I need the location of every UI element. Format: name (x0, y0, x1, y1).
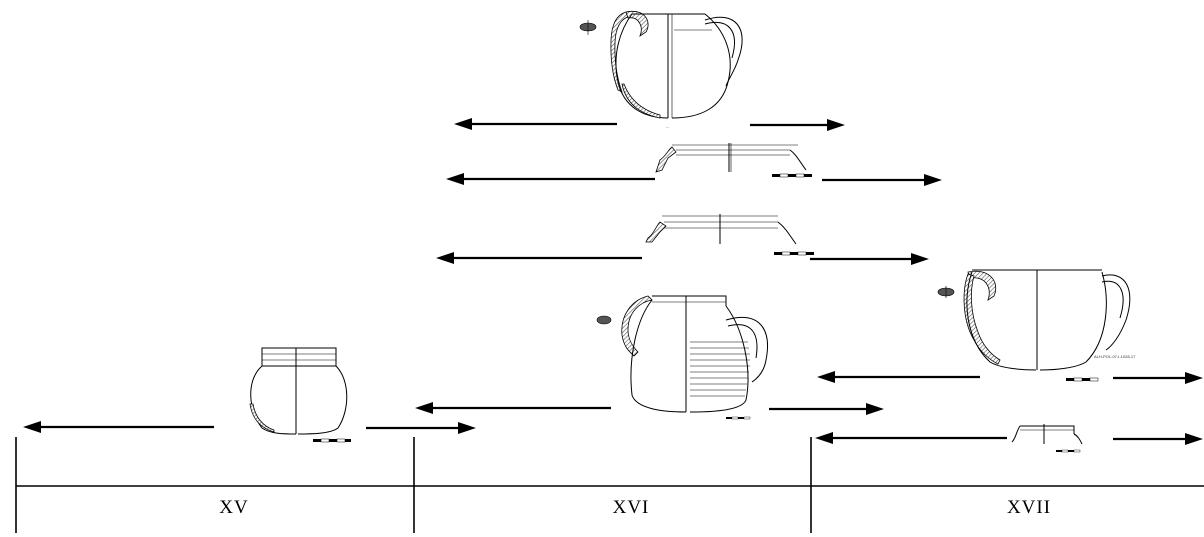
vessel-drawing-rim-sherd (645, 214, 814, 256)
scale-bar (1056, 449, 1081, 453)
date-range-arrow-right (366, 422, 476, 434)
date-range-arrow-right (822, 174, 942, 186)
svg-text:⎯⎯: ⎯⎯ (666, 125, 670, 129)
vessel-drawing-rim-sherd (655, 143, 812, 178)
date-range-arrow-right (1113, 372, 1203, 384)
vessel-inventory-label: ALH-POL-07-I-1028-17 (1094, 354, 1136, 359)
date-range-arrow-left (454, 118, 617, 130)
date-range-arrow-right (810, 253, 929, 265)
century-label-xvii: XVII (1007, 497, 1051, 518)
century-label-xvi: XVI (613, 497, 650, 518)
scale-bar (1066, 377, 1099, 382)
date-range-arrow-right (750, 119, 845, 131)
vessel-drawing-small-rim (1011, 424, 1083, 453)
handle-section-icon (596, 315, 612, 325)
date-range-arrow-left (446, 173, 655, 185)
vessel-drawing-pot-xv (249, 347, 351, 443)
vessel-drawing-jug-top: ⎯⎯ (579, 10, 743, 129)
vessel-drawing-jug-xvii: ALH-POL-07-I-1028-17 (937, 269, 1136, 382)
date-range-arrow-left (415, 402, 611, 414)
scale-bar (772, 173, 812, 178)
dating-arrows (23, 118, 1203, 445)
date-range-arrow-right (769, 403, 884, 415)
vessel-drawing-jar-xvi (596, 295, 768, 420)
century-label-xv: XV (219, 497, 248, 518)
timeline: XV XVI XVII (15, 437, 1204, 533)
scale-bar (774, 251, 814, 256)
date-range-arrow-left (815, 432, 1007, 444)
body-ribbing (690, 341, 750, 397)
scale-bar (726, 416, 751, 420)
date-range-arrow-left (23, 421, 214, 433)
date-range-arrow-left (436, 252, 642, 264)
date-range-arrow-left (817, 371, 980, 383)
scale-bar (313, 438, 351, 443)
date-range-arrow-right (1113, 433, 1203, 445)
